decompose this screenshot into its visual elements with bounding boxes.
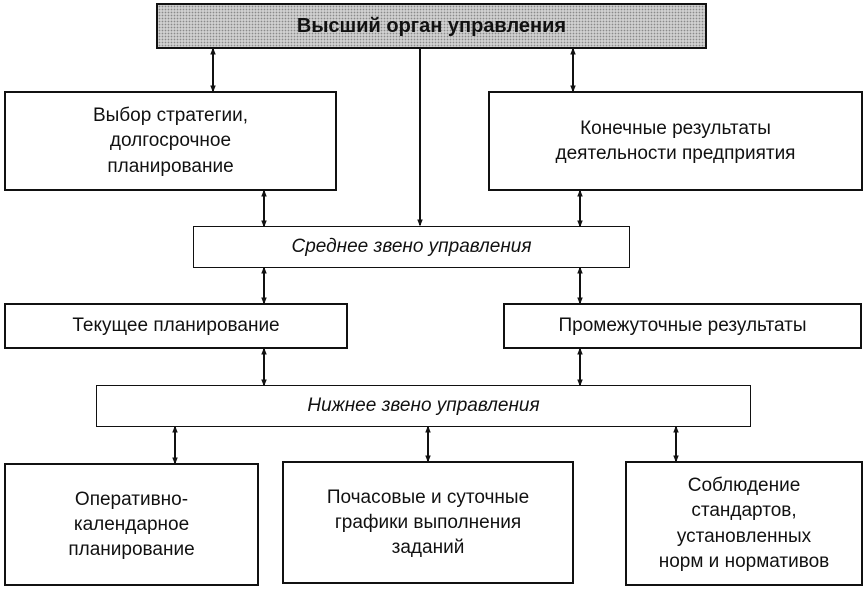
final-results-box: Конечные результаты деятельности предпри… [488, 91, 863, 191]
standards-box: Соблюдение стандартов, установленных нор… [625, 461, 863, 586]
lower-management-box: Нижнее звено управления [96, 385, 751, 427]
intermediate-results-box: Промежуточные результаты [503, 303, 862, 349]
middle-management-box: Среднее звено управления [193, 226, 630, 268]
top-management-box: Высший орган управления [156, 3, 707, 49]
current-planning-box: Текущее планирование [4, 303, 348, 349]
strategy-planning-box: Выбор стратегии, долгосрочное планирован… [4, 91, 337, 191]
schedules-box: Почасовые и суточные графики выполнения … [282, 461, 574, 584]
operational-planning-box: Оперативно- календарное планирование [4, 463, 259, 586]
